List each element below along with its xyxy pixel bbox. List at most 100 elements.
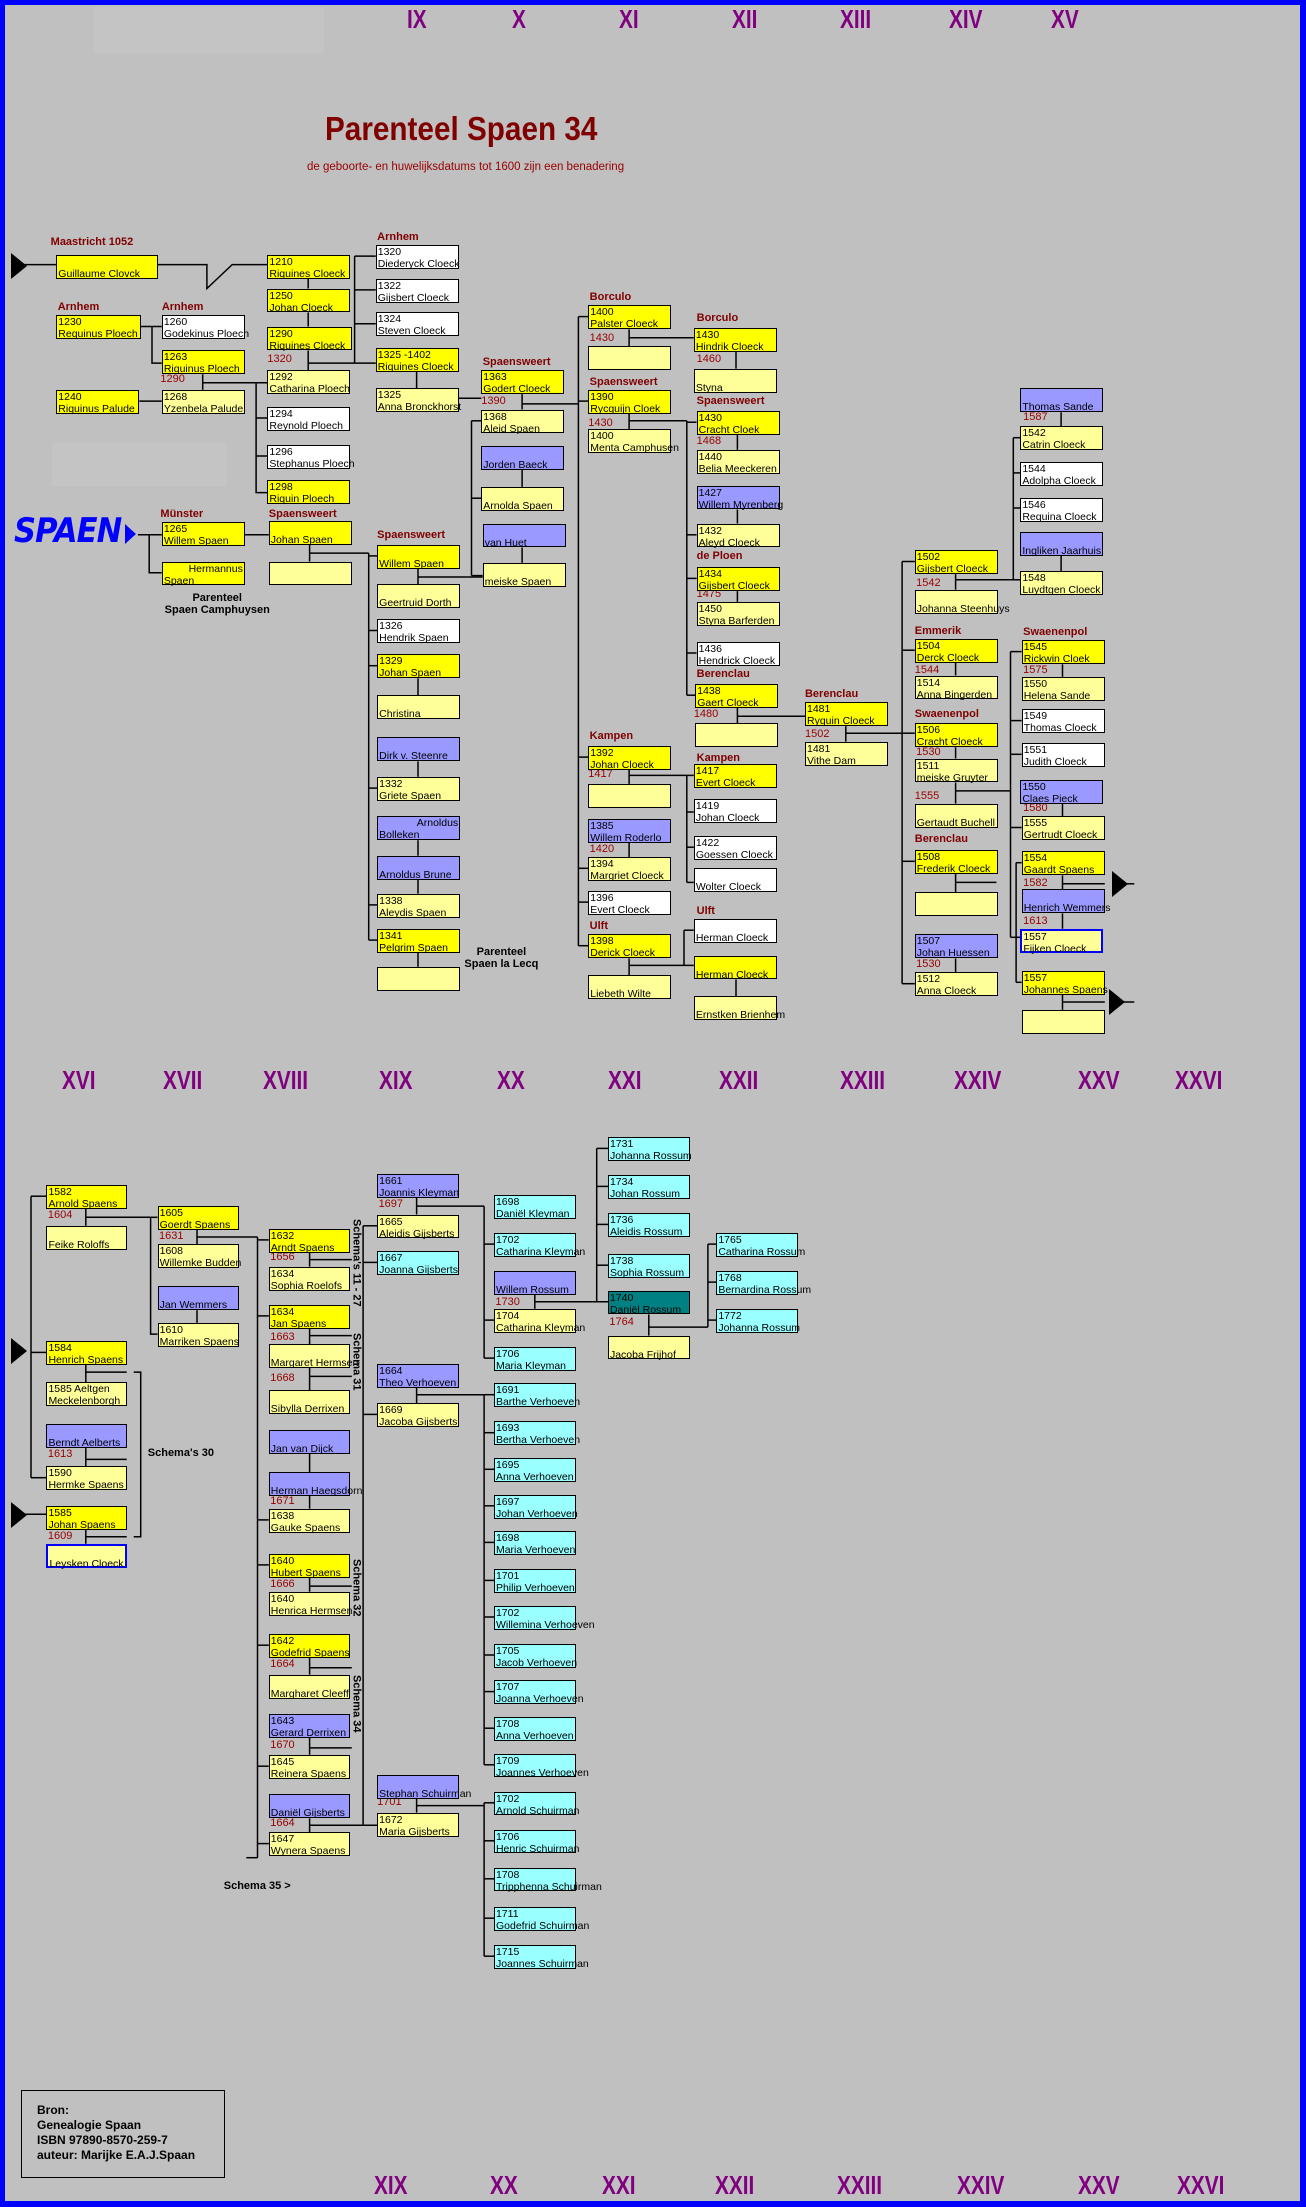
arrow-right-icon[interactable] xyxy=(1108,989,1125,1016)
person-box[interactable]: Dirk v. Steenre xyxy=(377,737,461,762)
person-box[interactable] xyxy=(1021,1010,1105,1035)
person-box[interactable]: Wolter Cloeck xyxy=(693,868,777,893)
person-box[interactable]: Willem Spaen xyxy=(377,544,461,570)
person-box[interactable]: Leysken Cloeck xyxy=(46,1543,127,1570)
person-box[interactable]: Herman Cloeck xyxy=(693,955,777,981)
person-box[interactable]: Jacoba Frijhof xyxy=(607,1335,690,1361)
person-box[interactable]: Willem Rossum xyxy=(493,1270,576,1296)
person-box[interactable]: Henrich Wemmers xyxy=(1021,889,1110,914)
person-box[interactable]: Daniël Gijsberts xyxy=(268,1794,351,1819)
person-box[interactable]: Liebeth Wilte xyxy=(588,975,672,1000)
person-box[interactable] xyxy=(588,346,672,371)
person-box[interactable]: Stephan Schuirman xyxy=(377,1774,471,1800)
person-box[interactable]: Margaret Hermsen xyxy=(268,1343,358,1369)
person-box[interactable]: Thomas Sande xyxy=(1020,388,1104,413)
person-box[interactable]: Arnoldus Brune xyxy=(377,855,461,881)
person-box[interactable]: meiske Spaen xyxy=(482,562,566,588)
person-box[interactable]: Jan van Dijck xyxy=(268,1429,351,1455)
person-box[interactable]: Christina xyxy=(377,695,461,720)
arrow-right-icon[interactable] xyxy=(1111,871,1128,898)
person-box[interactable]: Feike Roloffs xyxy=(46,1225,127,1251)
person-box[interactable]: Jorden Baeck xyxy=(481,446,565,471)
person-box[interactable] xyxy=(377,966,461,991)
person-box[interactable]: Ernstken Brienhem xyxy=(693,996,785,1021)
person-box[interactable] xyxy=(914,892,998,917)
person-box[interactable]: Arnolda Spaen xyxy=(481,486,565,512)
person-box[interactable]: Berndt Aelberts xyxy=(46,1424,127,1449)
person-box[interactable]: Geertruid Dorth xyxy=(377,584,461,609)
person-box[interactable]: Margharet Cleeff xyxy=(268,1674,351,1700)
